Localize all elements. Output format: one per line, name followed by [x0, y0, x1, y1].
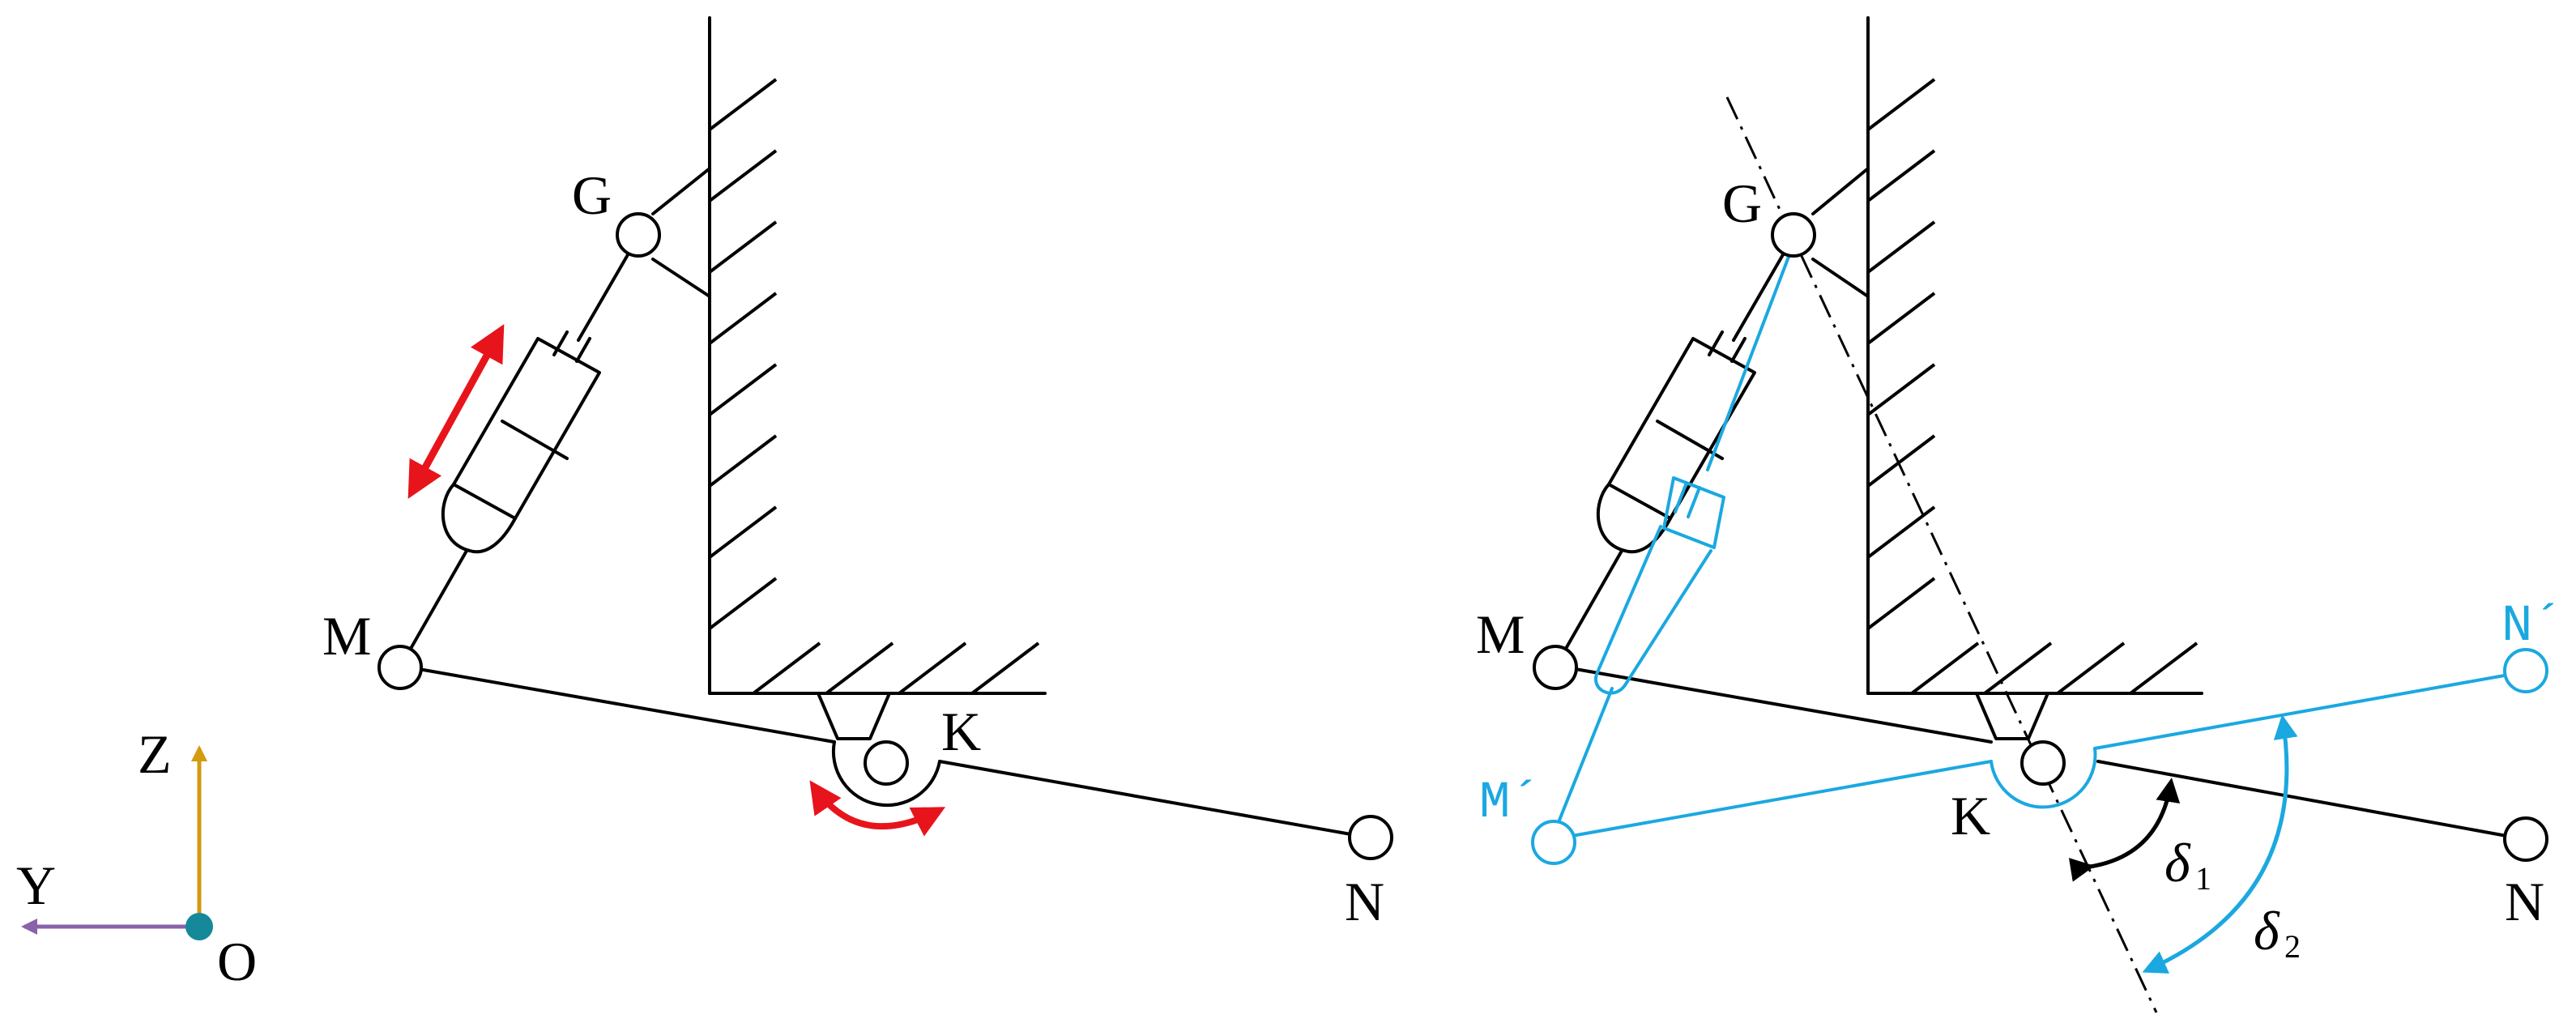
joint-m-prime: [1531, 820, 1576, 865]
bracket-g-right: [1811, 167, 1870, 298]
wall-left: [708, 16, 1047, 695]
joint-m-left: [377, 645, 423, 690]
label-g-right: G: [1722, 173, 1762, 234]
joint-n-prime: [2503, 648, 2548, 693]
joint-k-left: [864, 740, 909, 786]
actuator-right-rotated: [1552, 238, 1797, 836]
joint-m-right: [1533, 645, 1578, 690]
joint-g-right: [1771, 212, 1816, 258]
svg-text:1: 1: [2195, 860, 2211, 897]
joint-g-left: [616, 212, 661, 258]
svg-text:δ: δ: [2254, 900, 2280, 961]
actuator-right-original: [1555, 235, 1795, 666]
label-delta2: δ 2: [2254, 900, 2301, 965]
right-figure: G M K N M´ N´ δ 1 δ 2: [1476, 16, 2564, 1013]
label-origin: O: [217, 931, 257, 992]
joint-n-right: [2503, 816, 2548, 862]
label-delta1: δ 1: [2164, 832, 2211, 897]
lever-left: [399, 664, 1371, 839]
angle-delta2-arrow: [2142, 714, 2298, 974]
label-m-right: M: [1476, 603, 1525, 665]
label-y-axis: Y: [16, 855, 56, 916]
label-k-left: K: [941, 701, 981, 762]
bracket-g-left: [651, 167, 711, 298]
joint-k-right: [2020, 740, 2066, 786]
label-z-axis: Z: [138, 723, 172, 785]
label-n-left: N: [1345, 871, 1384, 932]
rotation-arrow-left: [809, 780, 946, 837]
svg-text:2: 2: [2284, 928, 2301, 965]
label-g-left: G: [572, 164, 612, 226]
left-figure: G M K N: [322, 16, 1393, 932]
coordinate-axes: Z Y O: [16, 723, 257, 992]
extension-arrow-left: [407, 324, 505, 499]
label-k-right: K: [1951, 785, 1990, 846]
joint-n-left: [1348, 815, 1393, 860]
label-m-prime: M´: [1479, 774, 1542, 833]
origin-dot: [186, 913, 213, 940]
label-n-prime: N´: [2501, 598, 2564, 656]
angle-delta1-arrow: [2068, 778, 2181, 882]
label-m-left: M: [322, 605, 371, 667]
svg-text:δ: δ: [2164, 832, 2191, 893]
label-n-right: N: [2505, 871, 2544, 932]
wall-right: [1866, 16, 2203, 695]
